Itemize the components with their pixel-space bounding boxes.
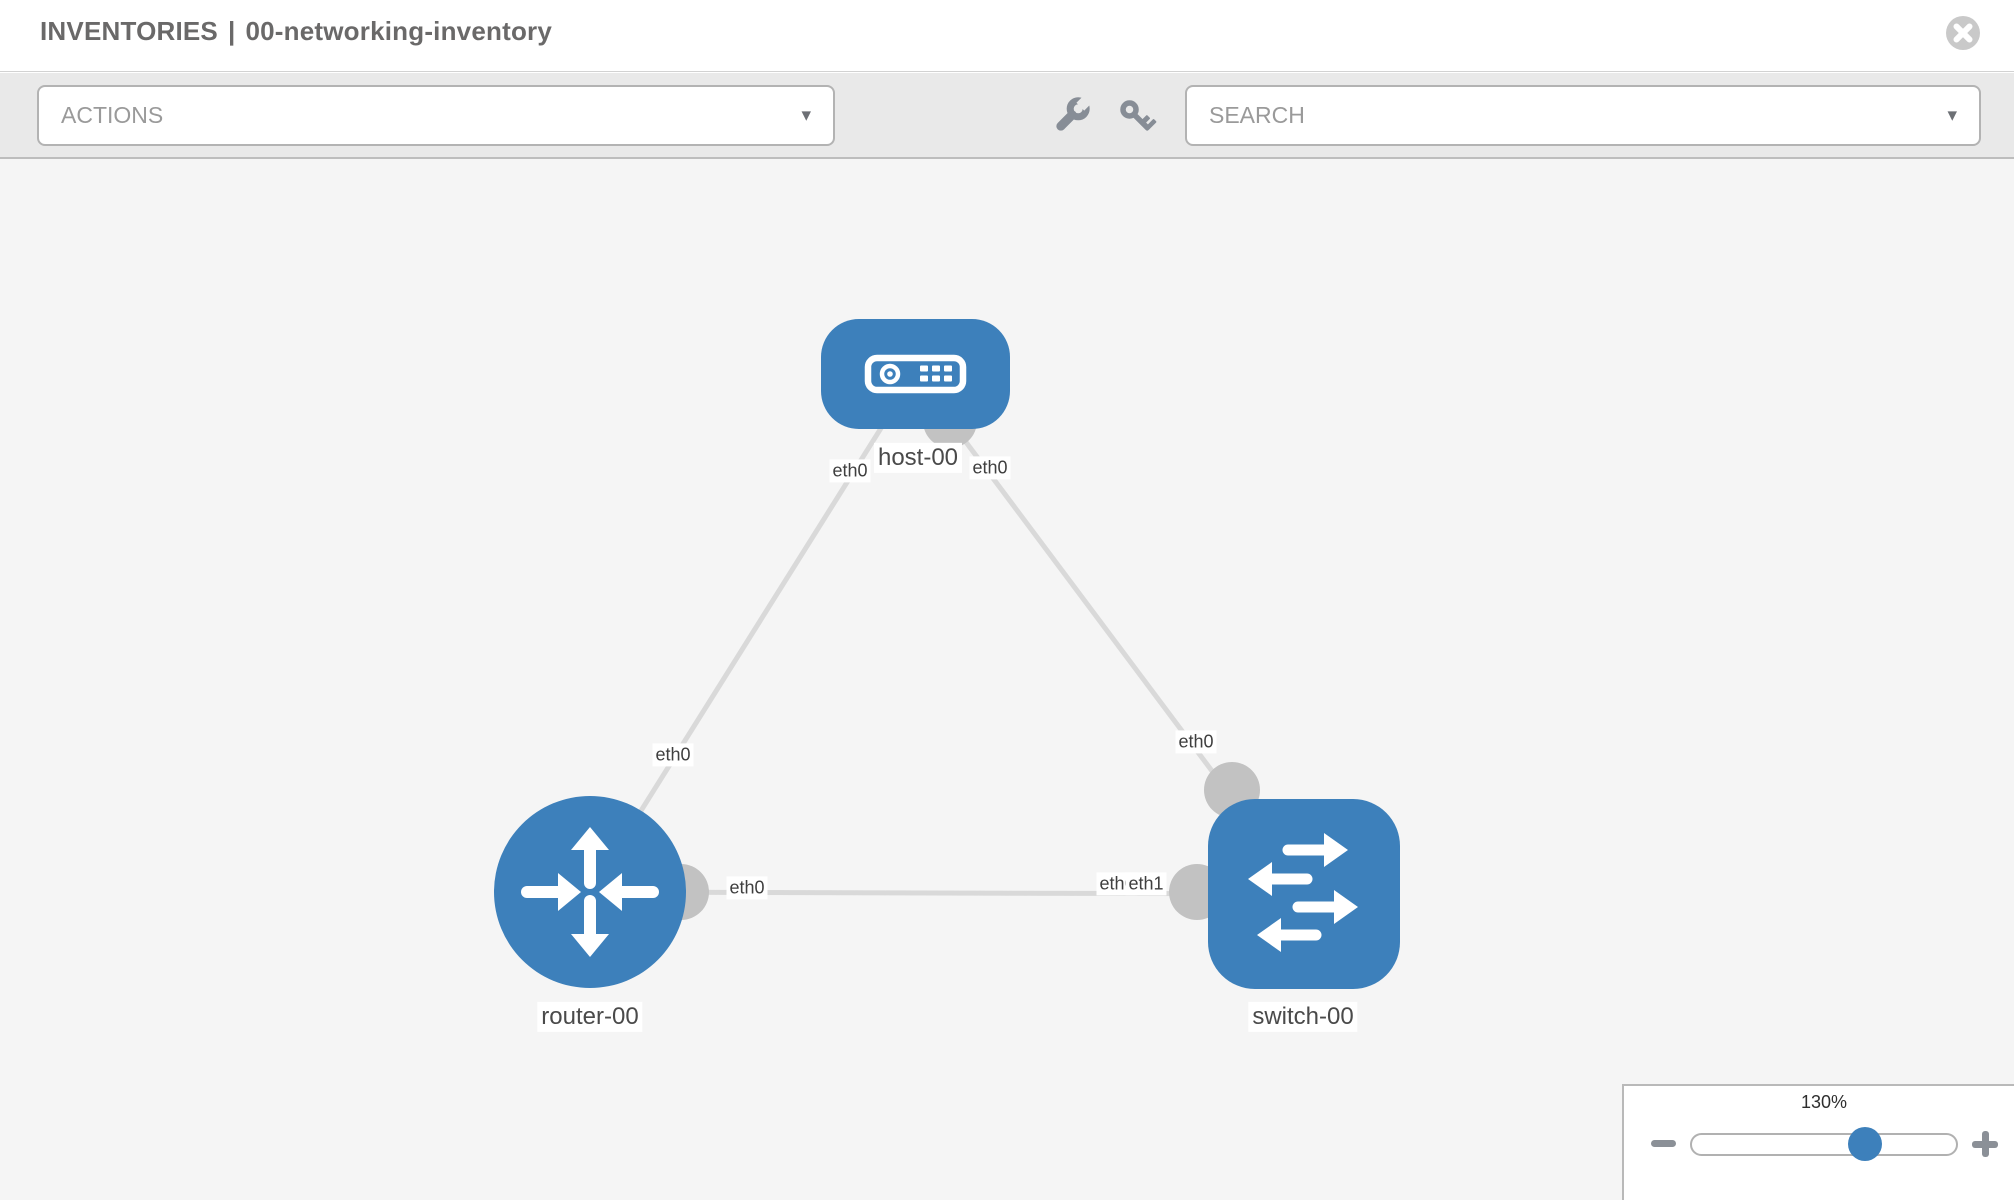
interface-label: eth0 xyxy=(829,459,871,483)
host-icon xyxy=(864,354,967,394)
node-label-host-00[interactable]: host-00 xyxy=(873,442,963,474)
node-host-00[interactable] xyxy=(821,319,1010,429)
zoom-level-label: 130% xyxy=(1800,1092,1848,1112)
zoom-slider-thumb[interactable] xyxy=(1848,1127,1882,1161)
actions-dropdown-label: ACTIONS xyxy=(61,102,164,128)
zoom-control-panel: 130% xyxy=(1622,1084,2014,1200)
key-icon[interactable] xyxy=(1116,96,1160,140)
search-dropdown[interactable]: SEARCH ▾ xyxy=(1185,85,1981,146)
search-dropdown-label: SEARCH xyxy=(1209,102,1305,128)
switch-icon xyxy=(1248,833,1358,952)
header: INVENTORIES | 00-networking-inventory xyxy=(0,0,2014,72)
node-switch-00[interactable] xyxy=(1208,799,1400,989)
node-label-router-00[interactable]: router-00 xyxy=(537,1001,643,1033)
zoom-out-button[interactable] xyxy=(1651,1140,1676,1147)
interface-label: eth0 xyxy=(1175,730,1217,754)
topology-canvas[interactable]: eth0 eth0 eth0 eth0 eth0 eth0 eth1 host-… xyxy=(0,159,2014,1200)
topology-graph xyxy=(494,319,1400,989)
interface-label: eth0 xyxy=(726,876,768,900)
interface-label: eth0 xyxy=(969,456,1011,480)
node-router-00[interactable] xyxy=(494,796,686,988)
page-title: INVENTORIES | 00-networking-inventory xyxy=(40,16,552,47)
router-icon xyxy=(521,827,659,957)
zoom-slider-track[interactable] xyxy=(1690,1127,1958,1161)
wrench-icon[interactable] xyxy=(1047,96,1091,140)
breadcrumb-section: INVENTORIES xyxy=(40,16,218,46)
actions-dropdown[interactable]: ACTIONS ▾ xyxy=(37,85,835,146)
breadcrumb-separator: | xyxy=(227,16,236,46)
toolbar: ACTIONS ▾ SEARCH ▾ xyxy=(0,73,2014,159)
zoom-in-button[interactable] xyxy=(1972,1131,1998,1157)
interface-label: eth0 xyxy=(652,743,694,767)
close-icon[interactable] xyxy=(1944,14,1982,52)
chevron-down-icon: ▾ xyxy=(1947,105,1957,126)
chevron-down-icon: ▾ xyxy=(801,105,811,126)
node-label-switch-00[interactable]: switch-00 xyxy=(1248,1001,1358,1033)
inventory-name: 00-networking-inventory xyxy=(245,16,553,46)
interface-label: eth1 xyxy=(1125,872,1167,896)
